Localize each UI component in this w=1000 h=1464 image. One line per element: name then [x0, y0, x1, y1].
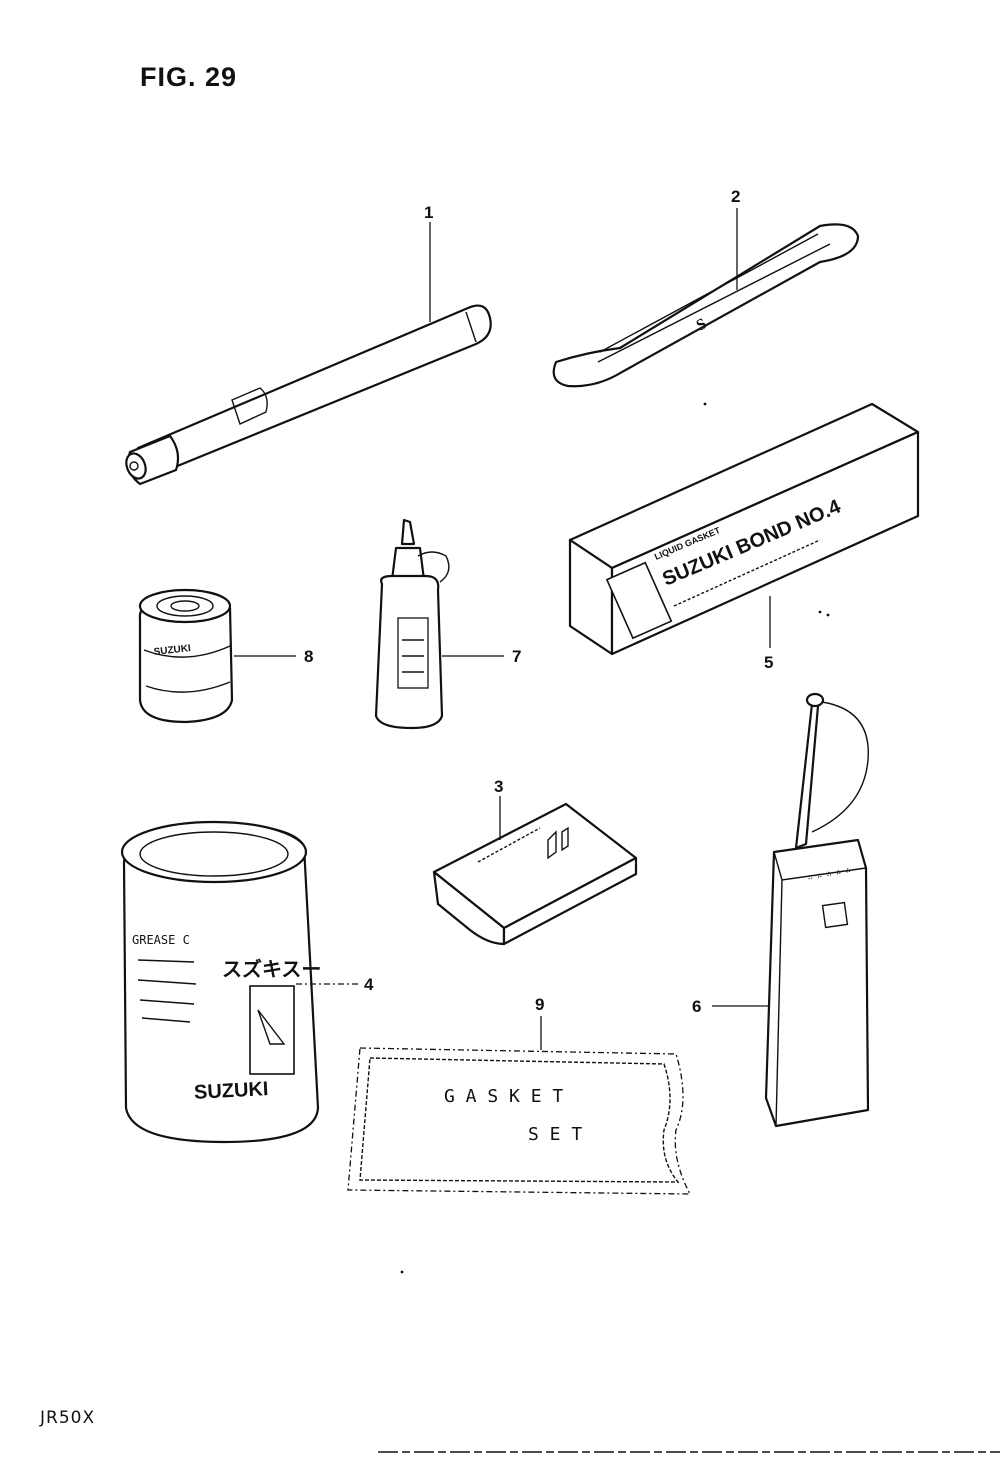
part-3-small-box: [432, 802, 638, 946]
callout-2: 2: [731, 187, 740, 206]
part-2-tire-lever: S: [552, 223, 860, 388]
gasket-label-line-2: S E T: [528, 1124, 582, 1145]
callout-3: 3: [494, 777, 503, 796]
part-5-bond-box: LIQUID GASKET SUZUKI BOND NO.4: [568, 402, 920, 656]
part-4-grease-can: GREASE C スズキスー SUZUKI: [120, 820, 321, 1144]
tin-8-label: SUZUKI: [153, 643, 191, 658]
callout-7: 7: [512, 647, 521, 666]
scan-speck: [818, 610, 822, 614]
callout-5: 5: [764, 653, 773, 672]
part-1-tire-pump: [125, 304, 492, 486]
part-8-small-tin: SUZUKI: [138, 588, 234, 724]
can-4-side-line-2: スズキスー: [222, 957, 321, 981]
can-4-side-line-1: GREASE C: [132, 933, 190, 947]
callout-8: 8: [304, 647, 313, 666]
callout-6: 6: [692, 997, 701, 1016]
gasket-label-line-1: G A S K E T: [444, 1086, 563, 1107]
model-code: JR50X: [40, 1408, 96, 1428]
scan-speck: [826, 613, 830, 617]
figure-title: FIG. 29: [140, 62, 238, 92]
scan-speck: [703, 402, 707, 406]
callout-4: 4: [364, 975, 374, 994]
part-7-oil-bottle: [374, 518, 450, 730]
callout-9: 9: [535, 995, 544, 1014]
part-6-oil-can: ∴ ∴ ∴ ∴ ∴: [764, 692, 870, 1128]
callout-1: 1: [424, 203, 433, 222]
part-9-gasket-set: G A S K E T S E T: [347, 1047, 692, 1195]
can-4-bottom-label: SUZUKI: [194, 1078, 270, 1104]
scan-speck: [400, 1270, 404, 1274]
